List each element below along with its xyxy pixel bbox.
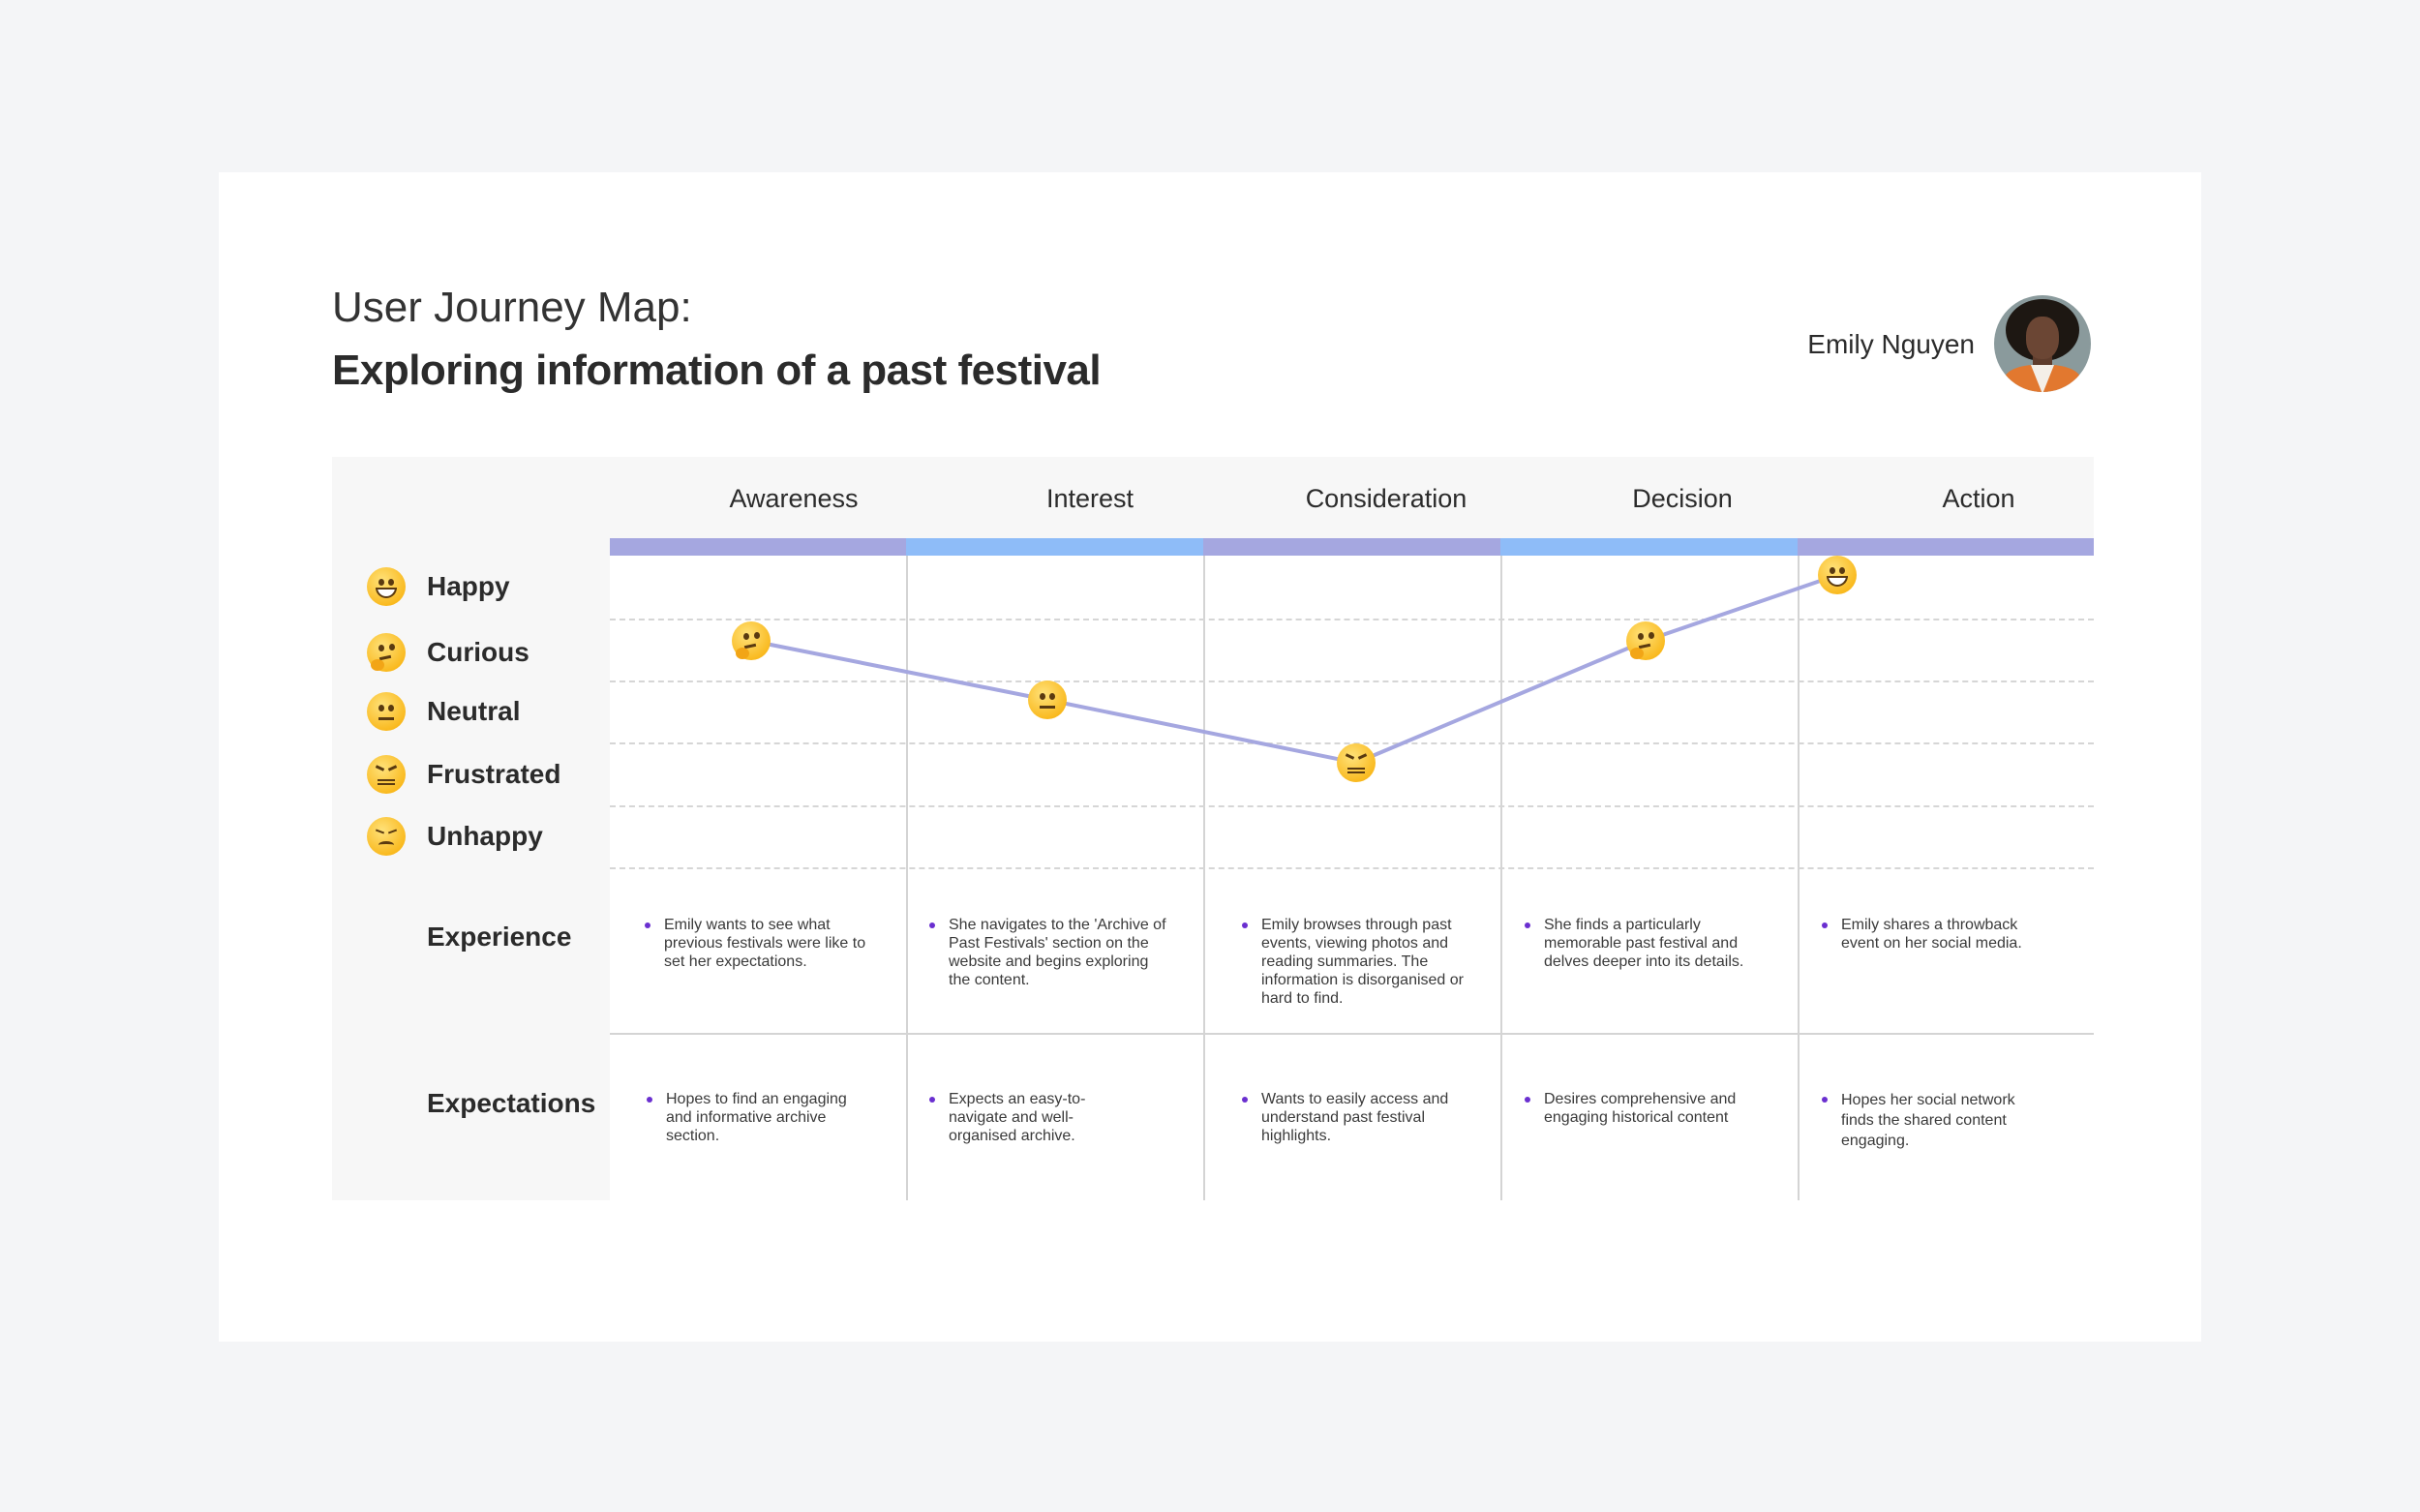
emotion-label: Happy (427, 571, 510, 601)
emotion-curve-chart (750, 573, 1838, 765)
neutral-face-icon (1028, 680, 1067, 719)
disappointed-face-icon (367, 817, 406, 856)
expectations-cell-action: Hopes her social network finds the share… (1819, 1090, 2047, 1151)
emotion-line (750, 573, 1838, 765)
stage-label-interest: Interest (1045, 484, 1134, 513)
list-item: Wants to easily access and understand pa… (1239, 1090, 1471, 1145)
grinning-face-icon (367, 567, 406, 606)
list-item: Hopes her social network finds the share… (1819, 1090, 2047, 1151)
grid-line (610, 867, 2094, 869)
list-item: She navigates to the 'Archive of Past Fe… (926, 916, 1170, 989)
emotion-row-unhappy: Unhappy (367, 815, 543, 858)
experience-cell-action: Emily shares a throwback event on her so… (1819, 916, 2047, 953)
list-item: She finds a particularly memorable past … (1522, 916, 1750, 971)
experience-cell-interest: She navigates to the 'Archive of Past Fe… (926, 916, 1170, 989)
stage-bar-consideration (1203, 538, 1500, 556)
list-item: Expects an easy-to-navigate and well-org… (926, 1090, 1120, 1145)
stage-bar-action (1798, 538, 2094, 556)
stage-label-action: Action (1942, 484, 2015, 513)
stage-bar-awareness (610, 538, 906, 556)
column-divider (1500, 556, 1502, 1200)
emotion-label: Curious (427, 637, 529, 667)
column-divider (1203, 556, 1205, 1200)
emotion-row-frustrated: Frustrated (367, 753, 560, 796)
grinning-face-icon (1818, 556, 1857, 594)
grid-line (610, 680, 2094, 682)
column-divider (1798, 556, 1800, 1200)
persona-name: Emily Nguyen (1807, 329, 1975, 359)
experience-cell-awareness: Emily wants to see what previous festiva… (642, 916, 870, 971)
emotion-row-neutral: Neutral (367, 690, 520, 733)
thinking-face-icon (1626, 621, 1665, 660)
experience-cell-consideration: Emily browses through past events, viewi… (1239, 916, 1471, 1008)
list-item: Emily wants to see what previous festiva… (642, 916, 870, 971)
stage-label-decision: Decision (1632, 484, 1733, 513)
avatar (1994, 295, 2091, 392)
stage-bar-interest (906, 538, 1203, 556)
emotion-row-happy: Happy (367, 565, 510, 608)
list-item: Desires comprehensive and engaging histo… (1522, 1090, 1750, 1127)
thinking-face-icon (732, 621, 771, 660)
page-subtitle: Exploring information of a past festival (332, 347, 1102, 394)
column-divider (906, 556, 908, 1200)
row-label-expectations: Expectations (427, 1088, 596, 1118)
stage-header-row (610, 457, 2094, 538)
emotion-label: Frustrated (427, 759, 561, 789)
stage-label-awareness: Awareness (729, 484, 859, 513)
emotion-row-curious: Curious (367, 631, 529, 674)
experience-cell-decision: She finds a particularly memorable past … (1522, 916, 1750, 971)
emotion-label: Neutral (427, 696, 521, 726)
grid-line (610, 805, 2094, 807)
expectations-cell-awareness: Hopes to find an engaging and informativ… (644, 1090, 876, 1145)
stage-label-consideration: Consideration (1305, 484, 1467, 513)
stage-bar-decision (1500, 538, 1798, 556)
row-label-experience: Experience (427, 922, 572, 952)
list-item: Emily browses through past events, viewi… (1239, 916, 1471, 1008)
list-item: Emily shares a throwback event on her so… (1819, 916, 2047, 953)
expectations-cell-decision: Desires comprehensive and engaging histo… (1522, 1090, 1750, 1127)
grid-line (610, 619, 2094, 620)
thinking-face-icon (367, 633, 406, 672)
page-title: User Journey Map: (332, 284, 692, 331)
row-divider (610, 1033, 2094, 1035)
expectations-cell-consideration: Wants to easily access and understand pa… (1239, 1090, 1471, 1145)
confounded-face-icon (1337, 743, 1376, 782)
emotion-label: Unhappy (427, 821, 543, 851)
list-item: Hopes to find an engaging and informativ… (644, 1090, 876, 1145)
expectations-cell-interest: Expects an easy-to-navigate and well-org… (926, 1090, 1120, 1145)
neutral-face-icon (367, 692, 406, 731)
journey-board: Awareness Interest Consideration Decisio… (332, 457, 2094, 1200)
confounded-face-icon (367, 755, 406, 794)
